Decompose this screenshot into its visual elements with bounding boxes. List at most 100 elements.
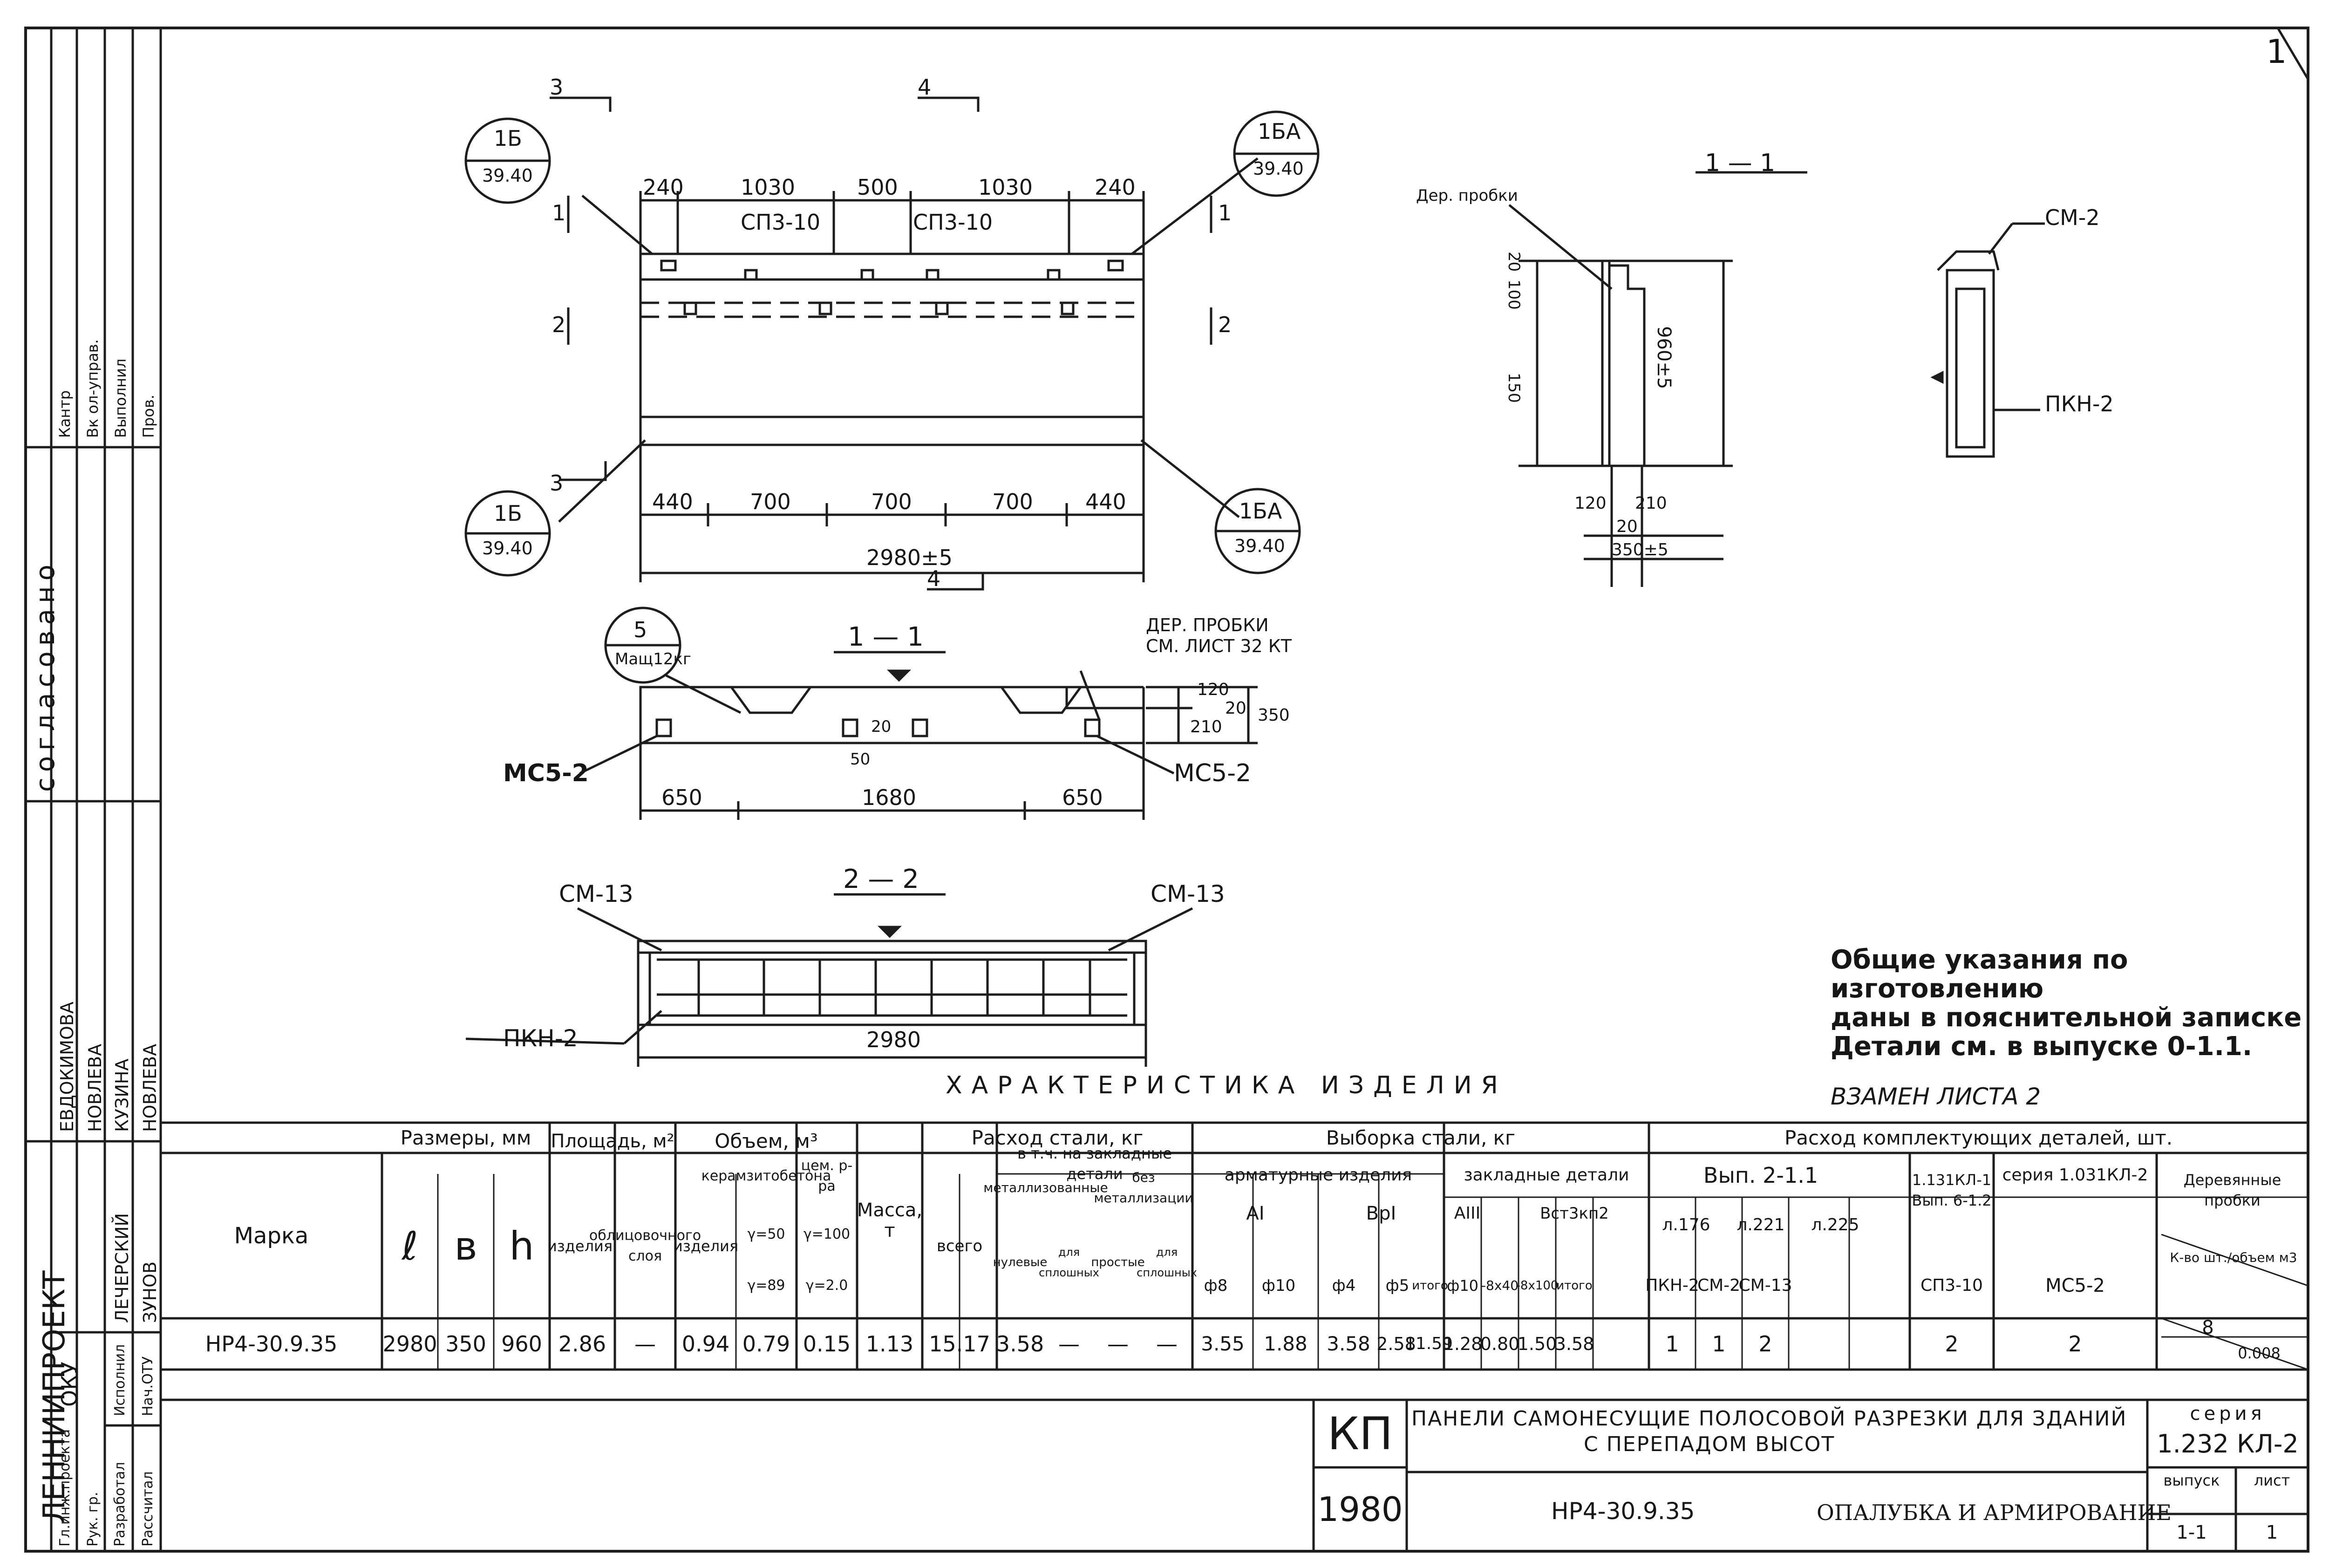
th-cem-sub-2: γ=2.0 [805, 1277, 848, 1294]
side-view-bdim-2: 210 [1635, 494, 1667, 513]
row-plugs-vol: 0.008 [2238, 1344, 2281, 1362]
title-series-label: серия [2190, 1403, 2266, 1425]
th-mark: Марка [234, 1222, 309, 1249]
section-2-label-left: СМ-13 [559, 880, 633, 907]
row-comp-1: 1 [1665, 1331, 1679, 1357]
side-view-bdim-3: 20 [1616, 517, 1638, 536]
th-l221: л.221 [1737, 1215, 1785, 1234]
plan-bottom-dim-1: 440 [652, 489, 693, 514]
row-h: 960 [501, 1331, 542, 1357]
title-series: 1.232 КЛ-2 [2157, 1429, 2299, 1459]
section-2-title: 2 — 2 [843, 864, 919, 894]
stamp-name-3: КУЗИНА [112, 1058, 132, 1132]
row-em-4: 3.58 [1554, 1334, 1594, 1354]
plan-bottom-dim-3: 700 [871, 489, 912, 514]
side-view-bdim-4: 350±5 [1612, 540, 1668, 559]
stamp-name-2: НОВЛЕВА [85, 1043, 105, 1132]
note-line-1: Общие указания по изготовлению [1831, 945, 2128, 1004]
th-em-1: ф10 [1446, 1277, 1479, 1295]
th-l176: л.176 [1662, 1215, 1710, 1234]
th-cem-sub-1: γ=100 [803, 1226, 851, 1242]
callout-num-br: 1БА [1239, 498, 1282, 524]
row-comp-5: 2 [2068, 1331, 2082, 1357]
stamp-name-7: ЗУНОВ [140, 1261, 160, 1323]
note-line-3: Детали см. в выпуске 0-1.1. [1831, 1031, 2253, 1062]
row-emb: 3.58 [996, 1331, 1044, 1357]
title-year: 1980 [1317, 1490, 1403, 1529]
th-steel-select: Выборка стали, кг [1326, 1126, 1516, 1149]
th-emb-sub-2: для сплошных [1039, 1246, 1099, 1279]
row-comp-4: 2 [1945, 1331, 1959, 1357]
row-plugs-count: 8 [2202, 1317, 2214, 1338]
stamp-name-1: ЕВДОКИМОВА [57, 1002, 77, 1132]
th-dims: Размеры, мм [400, 1126, 531, 1149]
th-steel: Расход стали, кг [971, 1126, 1144, 1149]
section-1-label-right: МС5-2 [1174, 759, 1252, 787]
table-title: ХАРАКТЕРИСТИКА ИЗДЕЛИЯ [946, 1071, 1507, 1099]
row-total: 15.17 [929, 1331, 990, 1357]
th-steel-emb: в т.ч. на закладные детали [1017, 1144, 1172, 1183]
row-e3: — [1107, 1331, 1129, 1357]
th-emb-sub-3: простые [1091, 1255, 1145, 1269]
section-1-callout-ref: Мащ12кг [615, 650, 691, 668]
callout-ref-tl: 39.40 [482, 165, 533, 186]
stamp-top-4: Пров. [140, 395, 157, 438]
title-issue-label: выпуск [2163, 1471, 2220, 1489]
cut-label-2-left: 2 [552, 312, 566, 337]
row-r-2: 1.88 [1264, 1332, 1308, 1355]
th-bst: Вст3кп2 [1540, 1204, 1609, 1223]
row-r-4: 2.58 [1376, 1334, 1416, 1354]
cut-label-3-bottom: 3 [550, 470, 564, 496]
plan-bottom-dim-2: 700 [750, 489, 791, 514]
side-view-height: 960±5 [1653, 326, 1675, 389]
title-line-1: ПАНЕЛИ САМОНЕСУЩИЕ ПОЛОСОВОЙ РАЗРЕЗКИ ДЛ… [1411, 1407, 2127, 1431]
th-comp-2: СМ-2 [1697, 1276, 1741, 1295]
stamp-role-6: Нач.ОТУ [140, 1356, 156, 1416]
plan-top-dim-1: 240 [643, 175, 684, 200]
th-comp-3: СМ-13 [1738, 1276, 1792, 1295]
th-cement: цем. р-ра [801, 1158, 853, 1194]
th-cer-sub-2: γ=89 [747, 1277, 785, 1294]
section-1-vdim-4: 350 [1258, 706, 1290, 725]
side-view-pkn-label: ПКН-2 [2045, 391, 2114, 416]
side-view-sm2-label: СМ-2 [2045, 205, 2100, 230]
side-view-plug-label: Дер. пробки [1416, 186, 1518, 205]
agreed-label: согласовано [30, 559, 61, 792]
th-series1: 1.131КЛ-1 Вып. 6-1.2 [1912, 1171, 1992, 1209]
th-vyp: Вып. 2-1.1 [1703, 1162, 1818, 1188]
th-h: h [509, 1223, 534, 1269]
cut-label-4-bottom: 4 [927, 566, 941, 591]
th-r-4: ф5 [1385, 1276, 1410, 1295]
plan-top-dim-5: 240 [1095, 175, 1136, 200]
side-view-vdim-2: 100 [1505, 280, 1523, 310]
general-notes: Общие указания по изготовлению даны в по… [1831, 946, 2329, 1061]
stamp-top-2: Вк ол-управ. [84, 339, 102, 438]
stamp-top-3: Выполнил [112, 358, 129, 438]
stamp-role-3: Разработал [112, 1462, 128, 1547]
side-view-title: 1 — 1 [1705, 149, 1776, 177]
title-code: КП [1327, 1407, 1393, 1460]
row-r-3: 3.58 [1327, 1332, 1370, 1355]
row-e2: — [1058, 1331, 1080, 1357]
th-area-face: облицовочного слоя [589, 1227, 701, 1264]
th-ceramsite: керамзитобетона [701, 1168, 831, 1184]
row-em-1: 1.28 [1443, 1334, 1483, 1354]
th-r-1: ф8 [1204, 1276, 1228, 1295]
th-area: Площадь, м² [551, 1131, 674, 1152]
row-vol: 0.94 [681, 1331, 730, 1357]
th-l225: л.225 [1811, 1215, 1859, 1234]
th-cer-sub-1: γ=50 [747, 1226, 785, 1242]
th-comp-1: ПКН-2 [1645, 1276, 1699, 1295]
section-2-label-bottom: ПКН-2 [503, 1025, 578, 1052]
title-issue: 1-1 [2176, 1522, 2207, 1543]
th-comp: Расход комплектующих деталей, шт. [1784, 1126, 2173, 1149]
row-em-3: 1.50 [1517, 1334, 1557, 1354]
callout-num-tl: 1Б [494, 126, 522, 151]
section-1-inner-1: 50 [850, 750, 871, 769]
th-plugs-qty: К-во шт./объем м3 [2170, 1250, 2297, 1265]
side-view-vdim-1: 20 [1505, 252, 1523, 272]
th-steel-total: всего [936, 1237, 983, 1255]
cut-label-1-left: 1 [552, 200, 566, 225]
row-l: 2980 [382, 1331, 437, 1357]
title-mark: НР4-30.9.35 [1551, 1498, 1695, 1525]
